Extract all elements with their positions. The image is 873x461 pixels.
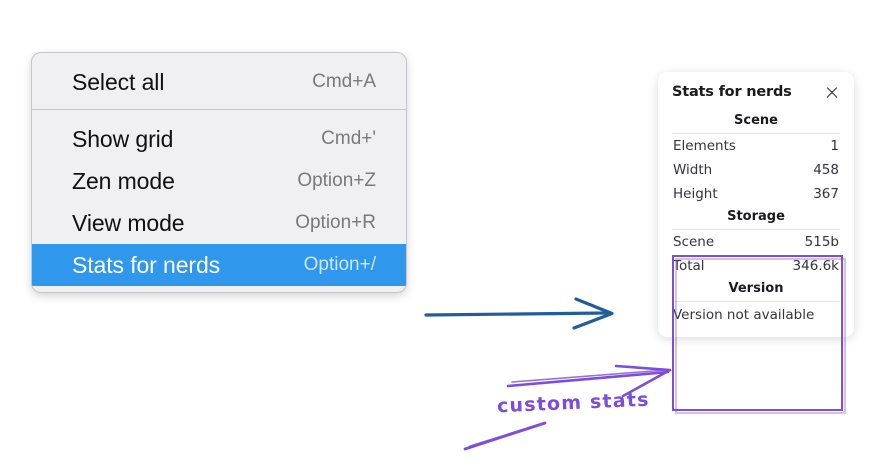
stat-row-storage-scene: Scene 515b xyxy=(672,230,840,254)
menu-item-label: Stats for nerds xyxy=(72,251,221,278)
section-divider xyxy=(672,301,840,302)
menu-section-2: Show grid Cmd+' Zen mode Option+Z View m… xyxy=(32,109,406,292)
section-divider xyxy=(672,229,840,230)
stat-value: 346.6k xyxy=(792,258,839,274)
section-heading-version: Version xyxy=(728,281,784,296)
stat-value: 1 xyxy=(830,138,839,154)
blue-pointer-arrow xyxy=(424,297,614,330)
annotation-label-custom-stats: custom stats xyxy=(496,388,651,418)
stat-key: Width xyxy=(673,162,713,178)
menu-item-shortcut: Option+R xyxy=(295,212,376,233)
stat-key: Elements xyxy=(673,138,736,154)
stats-for-nerds-panel[interactable]: Stats for nerds Scene Elements 1 Width 4… xyxy=(658,72,854,337)
menu-item-shortcut: Cmd+A xyxy=(312,71,376,92)
section-heading-scene: Scene xyxy=(734,113,778,128)
menu-item-shortcut: Cmd+' xyxy=(321,128,376,149)
stat-value: 515b xyxy=(804,234,839,250)
stat-key: Total xyxy=(673,258,705,274)
menu-section-1: Select all Cmd+A xyxy=(32,53,406,109)
section-heading-storage: Storage xyxy=(727,209,785,224)
menu-item-shortcut: Option+/ xyxy=(303,254,376,275)
stat-value: 458 xyxy=(813,162,839,178)
stat-key: Scene xyxy=(673,234,715,250)
panel-title: Stats for nerds xyxy=(672,84,792,100)
menu-item-show-grid[interactable]: Show grid Cmd+' xyxy=(32,118,406,160)
menu-item-select-all[interactable]: Select all Cmd+A xyxy=(32,61,406,103)
close-icon[interactable] xyxy=(824,84,840,100)
menu-item-stats-for-nerds[interactable]: Stats for nerds Option+/ xyxy=(32,244,406,286)
menu-item-shortcut: Option+Z xyxy=(297,170,376,191)
stat-row-height: Height 367 xyxy=(672,182,840,206)
menu-item-label: Select all xyxy=(72,68,165,95)
stat-row-width: Width 458 xyxy=(672,158,840,182)
stat-row-storage-total: Total 346.6k xyxy=(672,254,840,278)
panel-header: Stats for nerds xyxy=(672,84,840,100)
menu-item-label: Show grid xyxy=(72,125,174,152)
stat-row-elements: Elements 1 xyxy=(672,134,840,158)
section-divider xyxy=(672,133,840,134)
menu-item-label: Zen mode xyxy=(72,167,175,194)
version-not-available-text: Version not available xyxy=(673,307,815,323)
menu-item-zen-mode[interactable]: Zen mode Option+Z xyxy=(32,160,406,202)
stat-key: Height xyxy=(673,186,718,202)
menu-item-label: View mode xyxy=(72,209,185,236)
canvas-context-menu[interactable]: Select all Cmd+A Show grid Cmd+' Zen mod… xyxy=(31,52,407,293)
menu-item-view-mode[interactable]: View mode Option+R xyxy=(32,202,406,244)
stat-value: 367 xyxy=(813,186,839,202)
